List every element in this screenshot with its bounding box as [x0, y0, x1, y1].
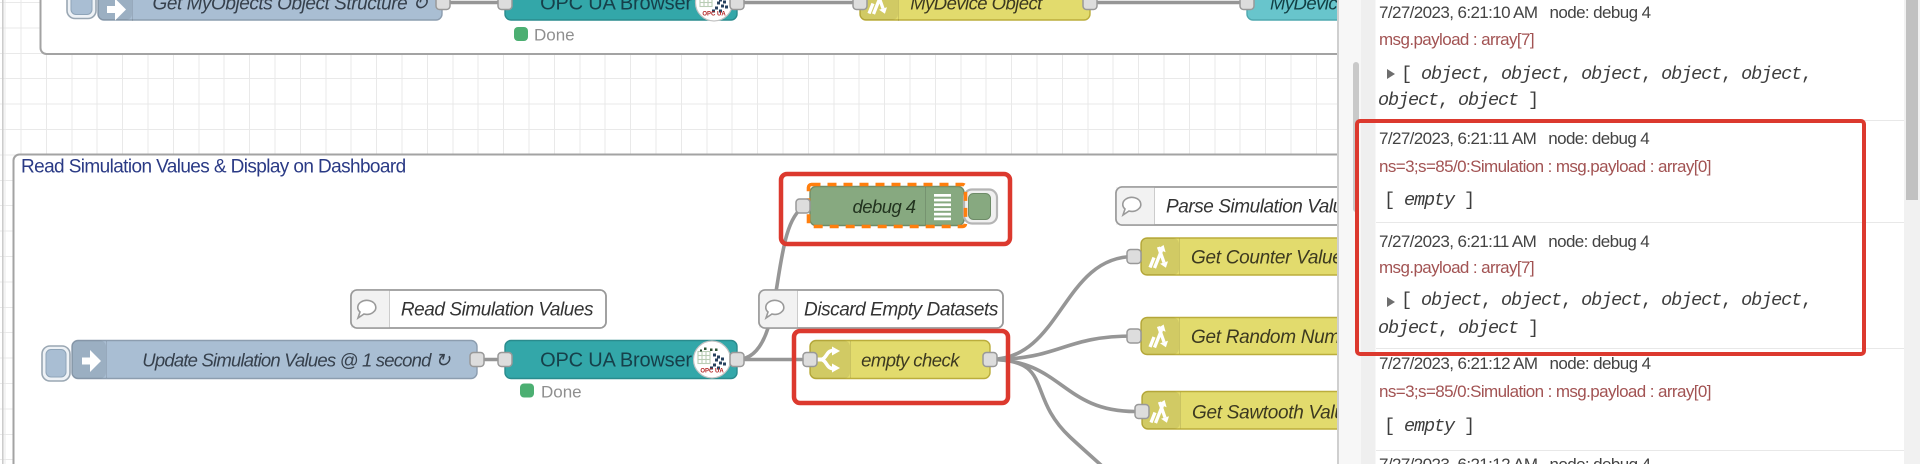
svg-text:Get Sawtooth Valu: Get Sawtooth Valu	[1192, 403, 1337, 424]
svg-text:OPC UA Browser: OPC UA Browser	[540, 0, 692, 15]
svg-text:OPC UA Browser: OPC UA Browser	[540, 350, 692, 372]
svg-text:Done: Done	[534, 26, 575, 45]
svg-text:Discard Empty Datasets: Discard Empty Datasets	[804, 300, 999, 321]
svg-text:Read Simulation Values: Read Simulation Values	[401, 300, 594, 321]
svg-text:empty check: empty check	[861, 350, 961, 371]
svg-text:Done: Done	[541, 383, 582, 402]
svg-text:debug 4: debug 4	[852, 196, 915, 217]
svg-text:OPC UA: OPC UA	[702, 12, 726, 18]
svg-text:Read Simulation Values & Displ: Read Simulation Values & Display on Dash…	[21, 157, 406, 178]
svg-text:Update Simulation Values @ 1 s: Update Simulation Values @ 1 second ↻	[142, 350, 451, 371]
svg-text:Get Counter Value: Get Counter Value	[1191, 248, 1337, 269]
svg-text:Parse Simulation Valu: Parse Simulation Valu	[1166, 197, 1337, 218]
svg-text:MyDevice Object: MyDevice Object	[910, 0, 1043, 14]
svg-text:OPC UA: OPC UA	[700, 369, 724, 375]
svg-text:MyDevic: MyDevic	[1270, 0, 1337, 14]
svg-text:Get Random Numb: Get Random Numb	[1191, 327, 1337, 348]
svg-text:Get MyObjects Object Structure: Get MyObjects Object Structure ↻	[153, 0, 430, 15]
